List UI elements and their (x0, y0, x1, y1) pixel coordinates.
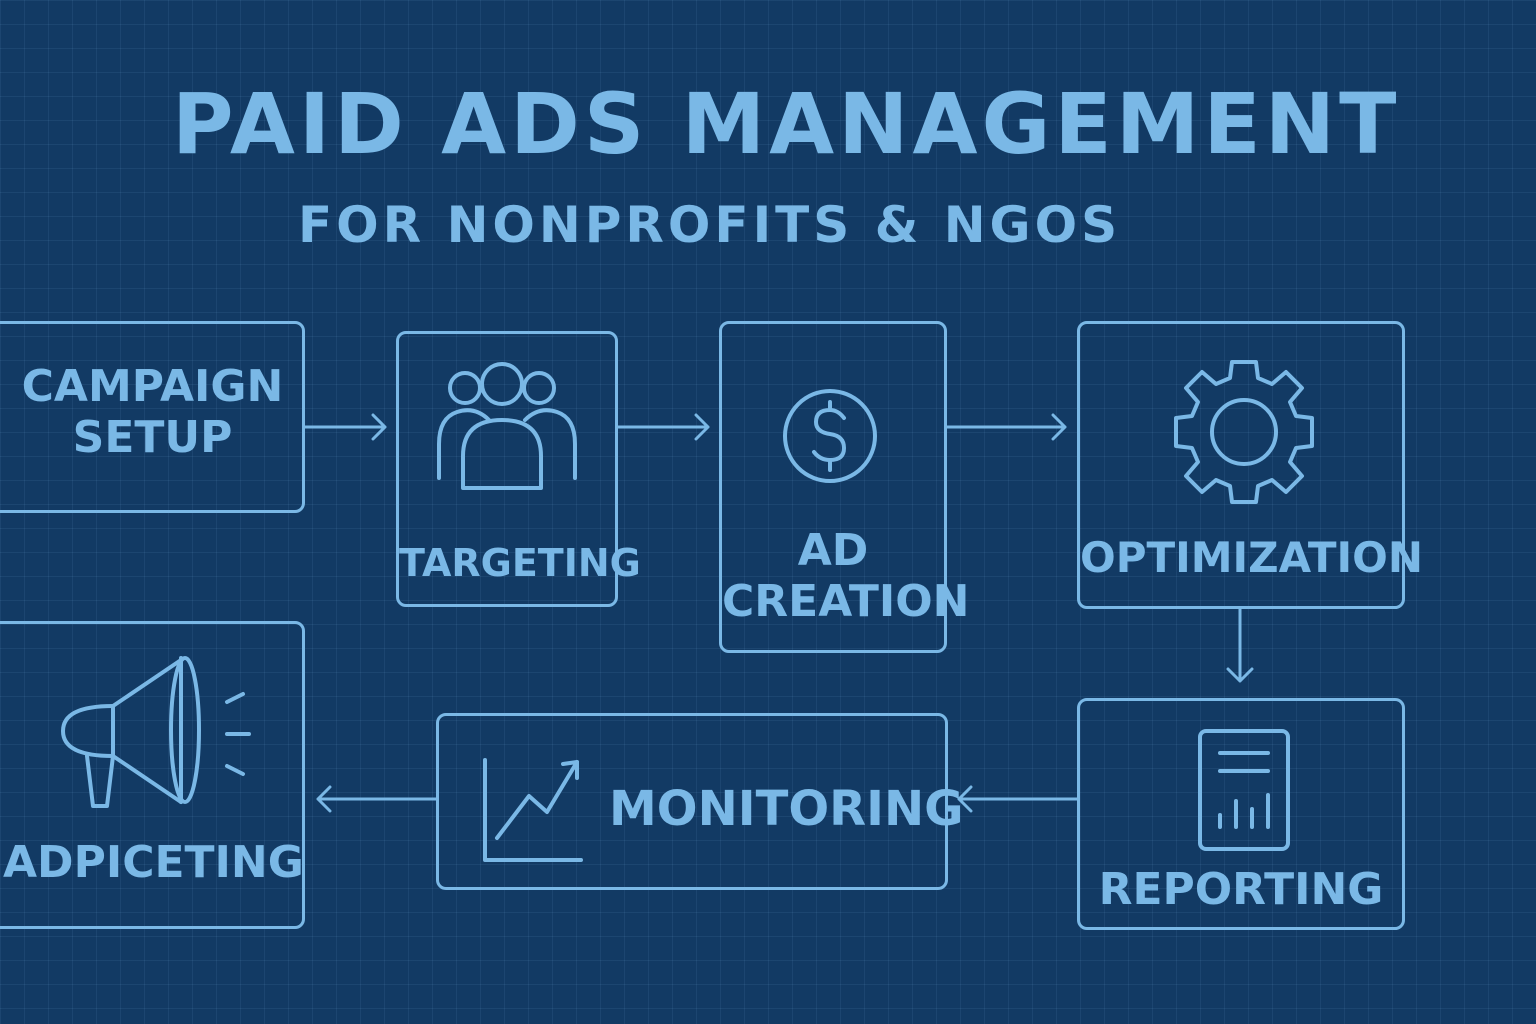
step-targeting: TARGETING (396, 331, 641, 607)
arrow-optimization-to-reporting (1226, 607, 1254, 683)
arrow-targeting-to-ad-creation (616, 413, 710, 441)
megaphone-icon (61, 656, 251, 808)
arrow-reporting-to-monitoring (957, 785, 1079, 813)
step-monitoring-label: MONITORING (609, 781, 964, 837)
arrow-monitoring-to-adpiceting (316, 785, 438, 813)
step-ad-creation-label: AD CREATION (722, 525, 970, 627)
gear-icon (1174, 360, 1314, 504)
arrow-setup-to-targeting (303, 413, 387, 441)
page-title: PAID ADS MANAGEMENT (172, 75, 1401, 173)
people-group-icon (437, 362, 577, 490)
arrow-ad-creation-to-optimization (945, 413, 1067, 441)
page-subtitle: FOR NONPROFITS & NGOS (298, 196, 1122, 254)
step-targeting-label: TARGETING (399, 541, 641, 585)
step-ad-creation: AD CREATION (719, 321, 970, 653)
step-reporting: REPORTING (1077, 698, 1405, 930)
step-reporting-label: REPORTING (1098, 864, 1384, 915)
step-adpiceting-label: ADPICETING (3, 837, 304, 888)
step-campaign-setup-label: CAMPAIGN SETUP (21, 361, 284, 463)
step-optimization: OPTIMIZATION (1077, 321, 1424, 609)
step-optimization-label: OPTIMIZATION (1080, 533, 1424, 582)
step-monitoring: MONITORING (436, 713, 964, 890)
trend-chart-icon (483, 758, 583, 862)
step-adpiceting: ADPICETING (0, 621, 305, 929)
dollar-circle-icon (783, 389, 877, 483)
step-campaign-setup: CAMPAIGN SETUP (0, 321, 305, 513)
report-chart-icon (1198, 729, 1290, 851)
